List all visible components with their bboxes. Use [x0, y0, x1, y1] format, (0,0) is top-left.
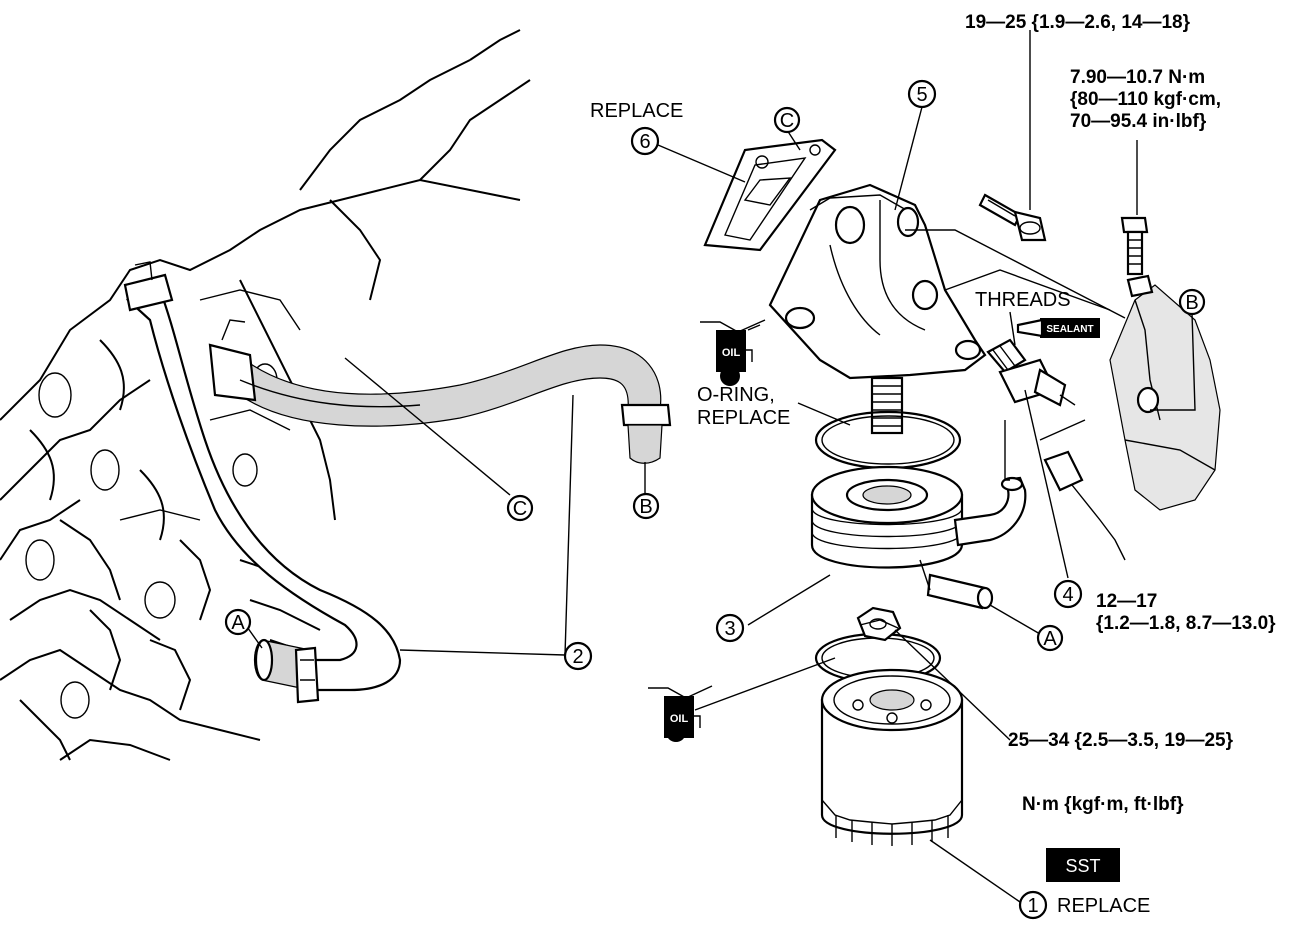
oil-filter-housing-5 — [768, 183, 987, 435]
letter-b-right: B — [1178, 288, 1206, 316]
oil-label-upper: OIL — [722, 347, 741, 359]
replace-gasket-label: REPLACE — [590, 100, 683, 122]
bolt-right — [1120, 216, 1149, 276]
leader-lines — [244, 30, 1196, 903]
torque-switch-line2: {1.2—1.8, 8.7—13.0} — [1096, 613, 1276, 634]
callout-2: 2 — [563, 641, 593, 671]
svg-text:C: C — [513, 498, 527, 520]
oil-filter-1 — [820, 668, 964, 846]
svg-text:B: B — [1185, 292, 1198, 314]
letter-a-left: A — [224, 608, 252, 636]
water-hose-2 — [123, 261, 672, 704]
svg-text:A: A — [231, 612, 245, 634]
callout-1: 1 — [1018, 890, 1048, 920]
callout-5: 5 — [907, 79, 937, 109]
oil-label-lower: OIL — [670, 713, 689, 725]
oil-can-upper: OIL — [700, 319, 766, 386]
engine-block — [0, 29, 531, 761]
torque-nut: 25—34 {2.5—3.5, 19—25} — [1008, 730, 1234, 751]
oil-cooler-3 — [810, 465, 1027, 610]
sst-badge: SST — [1046, 848, 1120, 882]
torque-right-bolt-line1: 7.90—10.7 N·m — [1070, 67, 1205, 88]
letter-c-left: C — [506, 494, 534, 522]
oil-can-lower: OIL — [648, 685, 713, 742]
torque-right-bolt-line2: {80—110 kgf·cm, — [1070, 89, 1221, 110]
svg-text:C: C — [780, 110, 794, 132]
cover-plate — [1109, 274, 1221, 511]
svg-text:4: 4 — [1062, 584, 1073, 606]
svg-text:SST: SST — [1065, 856, 1100, 876]
callout-3: 3 — [715, 613, 745, 643]
oil-pressure-switch-4: SEALANT — [986, 318, 1126, 561]
o-ring-label-line1: O-RING, — [697, 384, 775, 406]
threads-label: THREADS — [975, 289, 1071, 311]
sealant-label: SEALANT — [1046, 324, 1093, 335]
replace-filter-label: REPLACE — [1057, 895, 1150, 917]
svg-text:1: 1 — [1027, 895, 1038, 917]
torque-right-bolt-line3: 70—95.4 in·lbf} — [1070, 111, 1207, 132]
svg-text:B: B — [639, 496, 652, 518]
gasket-6 — [703, 138, 837, 252]
center-nut — [856, 606, 902, 642]
svg-text:6: 6 — [639, 131, 650, 153]
o-ring-label-line2: REPLACE — [697, 407, 790, 429]
svg-text:5: 5 — [916, 84, 927, 106]
callout-6: 6 — [630, 126, 660, 156]
letter-b-left: B — [632, 492, 660, 520]
svg-text:A: A — [1043, 628, 1057, 650]
svg-text:3: 3 — [724, 618, 735, 640]
callout-4: 4 — [1053, 579, 1083, 609]
torque-top-bolt: 19—25 {1.9—2.6, 14—18} — [965, 12, 1191, 33]
bolt-top — [978, 193, 1047, 242]
svg-text:2: 2 — [572, 646, 583, 668]
letter-a-right: A — [1036, 624, 1064, 652]
letter-c-top: C — [773, 106, 801, 134]
torque-units-legend: N·m {kgf·m, ft·lbf} — [1022, 794, 1184, 815]
torque-switch-line1: 12—17 — [1096, 591, 1157, 612]
